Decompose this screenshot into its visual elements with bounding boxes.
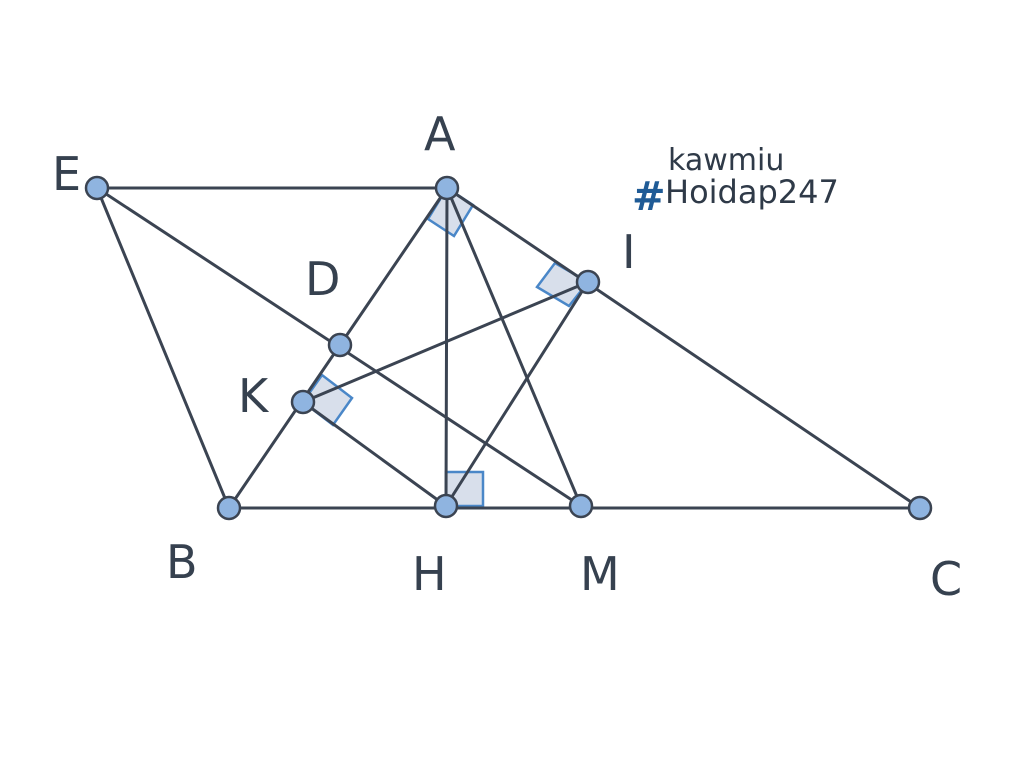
segment-eb [95,186,231,510]
point-h [433,493,459,519]
watermark-hash: # [632,174,666,220]
point-b [216,495,242,521]
label-i: I [622,225,636,279]
label-e: E [52,147,81,201]
label-m: M [580,547,620,601]
segment-hi [444,280,590,508]
point-m [568,493,594,519]
point-c [907,495,933,521]
label-k: K [238,369,270,423]
segments [95,186,922,510]
segment-ki [301,280,590,404]
right-angle-markers [301,186,590,508]
label-b: B [166,535,198,589]
point-k [290,389,316,415]
segment-kh [301,400,448,508]
point-a [434,175,460,201]
label-d: D [305,252,340,306]
point-i [575,269,601,295]
label-c: C [930,552,962,606]
points [84,175,933,521]
segment-am [445,186,583,508]
watermark: kawmiu # Hoidap247 [632,143,839,220]
segment-ac [445,186,922,510]
point-e [84,175,110,201]
point-d [327,332,353,358]
watermark-site: Hoidap247 [665,173,839,211]
point-labels: E A I D K B H M C [52,107,962,606]
label-a: A [424,107,456,161]
label-h: H [412,547,447,601]
watermark-user: kawmiu [668,143,784,178]
segment-ah [444,186,449,508]
